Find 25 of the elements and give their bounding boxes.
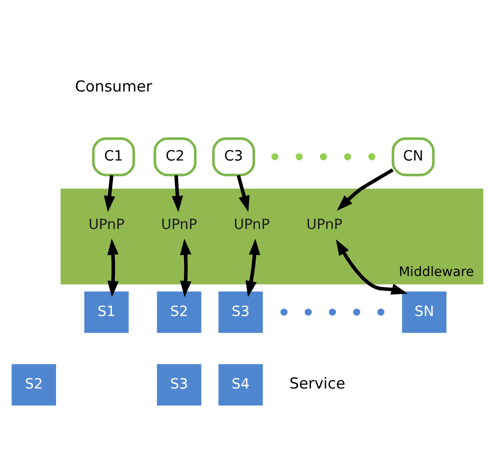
node-box: C1 <box>92 136 135 176</box>
node-text: UPnP <box>88 216 125 233</box>
node-box: S3 <box>156 364 202 405</box>
node-box: S1 <box>84 290 129 332</box>
node-box: CN <box>392 136 435 176</box>
node-box: S2 <box>12 364 56 405</box>
node-box: S3 <box>218 290 263 332</box>
node-text: UPnP <box>306 216 342 233</box>
node-box: SN <box>402 290 446 332</box>
node-text: UPnP <box>161 216 198 233</box>
label: Consumer <box>74 77 152 96</box>
arrow <box>180 238 192 297</box>
arrow <box>336 168 394 210</box>
node-box: S2 <box>156 290 202 332</box>
arrow <box>172 174 184 212</box>
arrow <box>104 174 116 212</box>
arrow <box>336 238 408 294</box>
node-box: C2 <box>154 136 197 176</box>
node-box: C3 <box>212 136 256 176</box>
arrow <box>107 238 119 297</box>
node-box: S4 <box>218 364 263 405</box>
arrow <box>236 174 250 212</box>
node-text: UPnP <box>234 216 270 233</box>
label: Service <box>289 374 346 392</box>
arrow <box>246 238 260 297</box>
